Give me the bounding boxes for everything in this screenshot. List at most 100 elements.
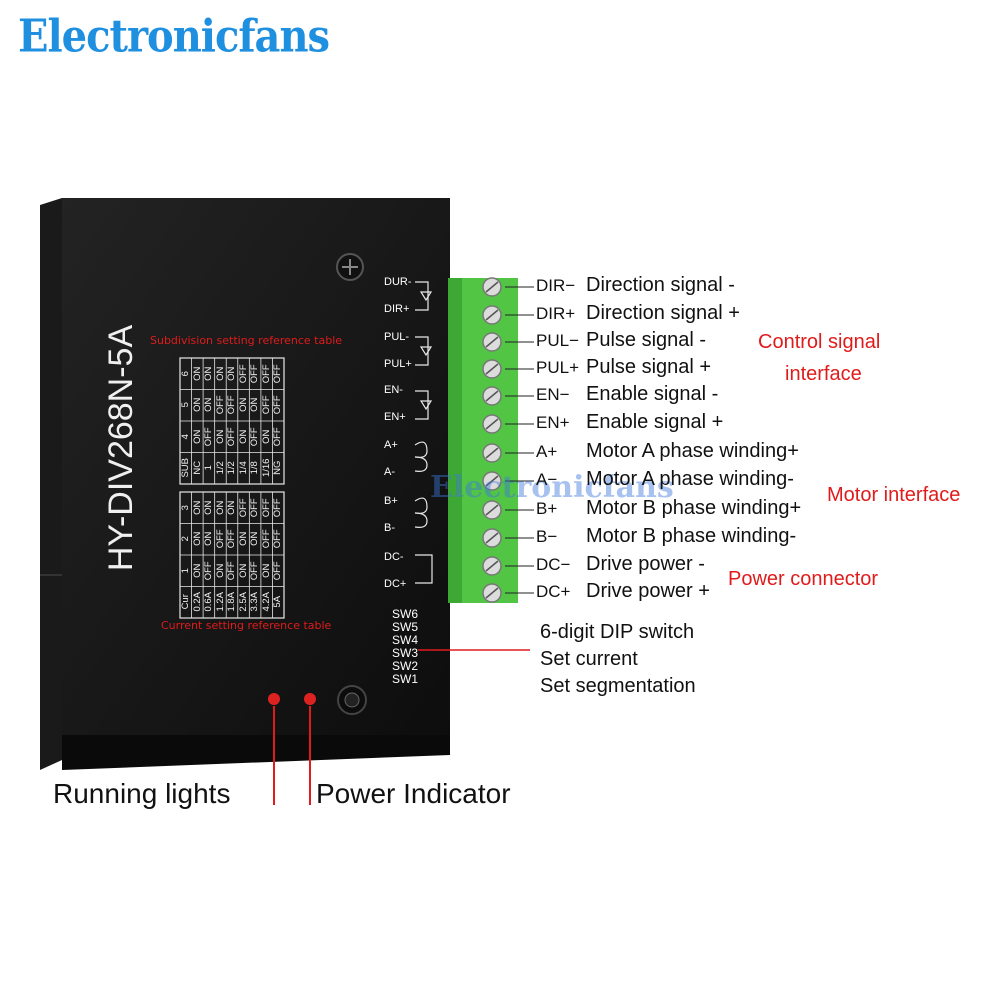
terminal-screw-icon [482,528,534,548]
table-cell: ON [214,429,226,444]
device-pin-label: B- [384,522,395,534]
table-cell: OFF [226,529,238,549]
terminal-description: Motor A phase winding- [586,468,794,490]
device-pin-label: DC+ [384,578,407,590]
device-pin-label: EN- [384,384,403,396]
terminal-annotation: PUL+Pulse signal + [536,356,711,379]
power-connector-label: Power connector [728,568,879,590]
table-cell: OFF [214,529,226,549]
table-cell: 1/16 [260,458,272,478]
table-cell: ON [237,398,249,413]
table-cell: 6 [179,371,191,377]
table-cell: 2.5A [237,592,249,613]
terminal-screw-icon [482,332,534,352]
table-cell: ON [237,563,249,578]
terminal-description: Drive power - [586,553,705,575]
table-cell: 1.2A [214,592,226,613]
table-cell: OFF [226,561,238,581]
terminal-pin-name: EN− [536,385,570,404]
current-caption: Current setting reference table [161,619,332,632]
terminal-description: Motor A phase winding+ [586,440,799,462]
table-cell: OFF [226,395,238,415]
terminal-annotation: DC−Drive power - [536,553,705,576]
table-cell: OFF [260,529,272,549]
heatsink-side [40,198,62,770]
table-cell: OFF [272,395,284,415]
table-cell: ON [191,500,203,515]
table-cell: ON [260,429,272,444]
table-cell: 0.2A [191,592,203,613]
table-cell: 1/4 [237,461,249,475]
device-pin-label: PUL- [384,331,410,343]
table-cell: 1 [203,465,215,471]
terminal-annotation: EN− Enable signal - [536,383,718,406]
table-cell: 3 [179,505,191,511]
device-pin-label: DUR- [384,276,412,288]
power-led [304,693,316,705]
table-cell: ON [203,398,215,413]
table-cell: 2 [179,536,191,542]
terminal-annotation: DIR+Direction signal + [536,302,740,325]
terminal-description: Direction signal + [586,302,740,324]
table-cell: Cur [179,594,191,610]
terminal-description: Enable signal - [586,383,719,405]
device-pin-label: DC- [384,551,404,563]
terminal-pin-name: EN+ [536,413,570,432]
table-cell: OFF [203,427,215,447]
control-signal-label-line2: interface [785,363,862,385]
power-indicator-label: Power Indicator [316,778,511,809]
table-cell: OFF [214,395,226,415]
table-cell: ON [191,532,203,547]
model-label: HY-DIV268N-5A [102,324,140,572]
table-cell: OFF [249,364,261,384]
table-cell: 5A [272,596,284,609]
subdivision-caption: Subdivision setting reference table [150,334,343,347]
table-cell: 1/8 [249,461,261,475]
table-cell: ON [249,398,261,413]
switch-label: SW3 [392,646,419,660]
table-cell: OFF [272,561,284,581]
table-cell: ON [249,532,261,547]
switch-label: SW2 [392,659,419,673]
table-cell: ON [214,563,226,578]
table-cell: 4.2A [260,592,272,613]
table-cell: OFF [272,364,284,384]
terminal-description: Motor B phase winding- [586,525,797,547]
device-bottom-edge [62,735,450,770]
terminal-pin-name: PUL+ [536,358,579,377]
screw-icon [337,685,367,715]
table-cell: SUB [179,458,191,479]
switch-label: SW1 [392,672,419,686]
terminal-screw-icon [482,556,534,576]
table-cell: OFF [203,561,215,581]
table-cell: OFF [272,529,284,549]
terminal-screw-icon [482,305,534,325]
terminal-pin-name: B− [536,527,558,546]
terminal-annotation: EN+Enable signal + [536,411,723,434]
terminal-screw-icon [482,386,534,406]
brand-logo: Electronicfans [18,10,330,63]
terminal-description: Pulse signal - [586,329,707,351]
terminal-pin-name: A− [536,470,558,489]
table-cell: ON [226,500,238,515]
table-cell: ON [260,563,272,578]
terminal-description: Direction signal - [586,274,735,296]
table-cell: 0.6A [203,592,215,613]
device-body [62,198,450,743]
table-cell: ON [191,398,203,413]
table-cell: 1.8A [226,592,238,613]
table-cell: 3.3A [249,592,261,613]
table-cell: ON [191,563,203,578]
table-cell: ON [203,532,215,547]
terminal-description: Drive power + [586,580,710,602]
terminal-annotation: A+Motor A phase winding+ [536,440,799,463]
motor-interface-label: Motor interface [827,484,961,506]
dip-line-1: 6-digit DIP switch [540,621,695,643]
table-cell: 1 [179,568,191,574]
table-cell: OFF [260,498,272,518]
terminal-pin-name: B+ [536,499,558,518]
table-cell: OFF [249,427,261,447]
device-pin-label: EN+ [384,411,406,423]
terminal-screw-icon [482,414,534,434]
